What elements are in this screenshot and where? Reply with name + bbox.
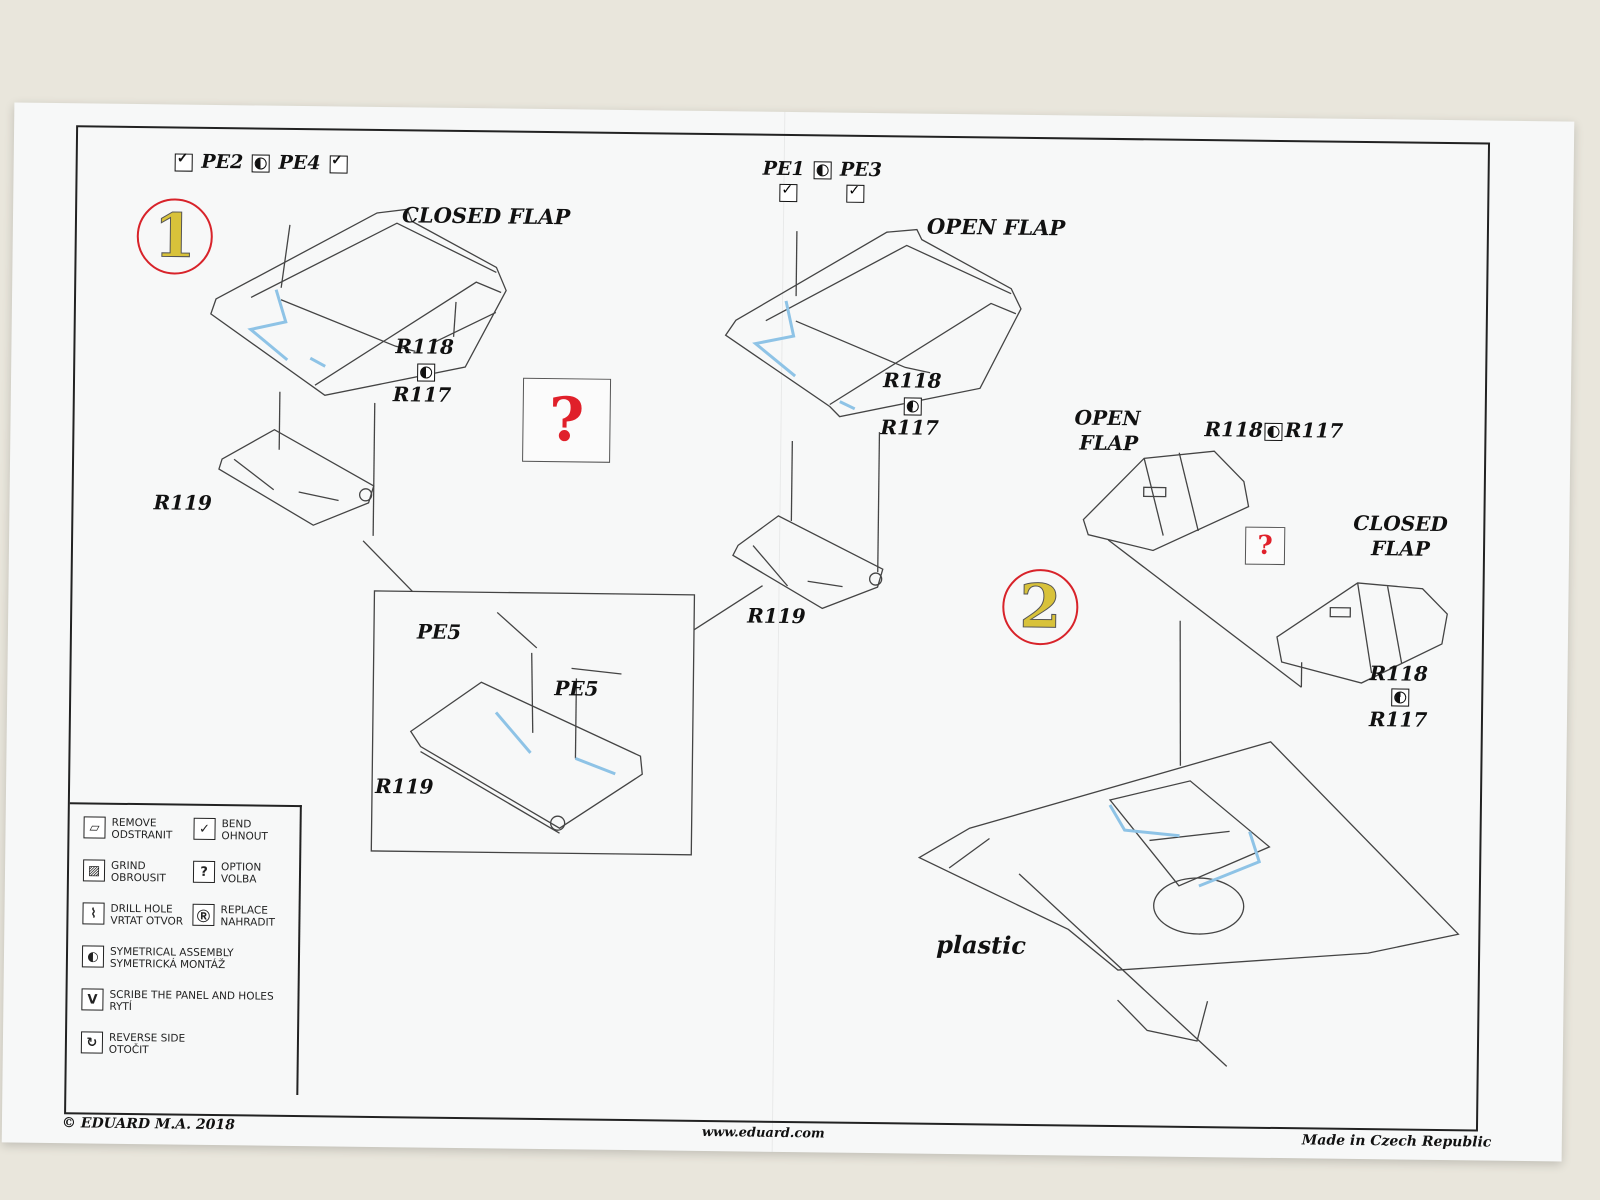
- r118-label: R118: [395, 334, 454, 359]
- step2-open-parts: R118 R117: [1204, 417, 1344, 443]
- option-mark-2: ?: [1244, 526, 1286, 566]
- r117-label: R117: [1284, 418, 1344, 443]
- legend-grind-text: GRIND OBROUSIT: [110, 859, 166, 885]
- pe5-part-blue: [494, 711, 532, 754]
- symmetrical-symbol: [1391, 688, 1410, 707]
- drill-hole-icon: ⌇: [82, 902, 105, 925]
- grind-icon: ▨: [82, 859, 106, 882]
- pe-part-blue-1: [247, 289, 289, 362]
- symmetrical-symbol: [1264, 422, 1283, 441]
- legend-reverse: ↻ REVERSE SIDE OTOČIT: [80, 1031, 186, 1057]
- pe-label-group-closed: PE2 PE4: [173, 150, 350, 175]
- legend-symmetrical: ◐ SYMETRICAL ASSEMBLY SYMETRICKÁ MONTÁŽ: [81, 945, 234, 972]
- symmetrical-symbol: [813, 161, 832, 180]
- symbol-legend: ▱ REMOVE ODSTRANIT ✓ BEND OHNOUT ▨ GRIND…: [66, 802, 302, 1096]
- closed-flap-title: CLOSED FLAP: [401, 202, 571, 230]
- r117-label: R117: [1368, 707, 1428, 732]
- step2-open-flap-drawing: [1082, 450, 1250, 552]
- r119-part-drawing-2: [732, 515, 884, 610]
- r119-label: R119: [153, 490, 213, 515]
- step2-closed-label-1: CLOSED: [1353, 510, 1448, 537]
- remove-icon: ▱: [83, 816, 106, 839]
- reverse-side-icon: ↻: [80, 1031, 104, 1054]
- pe4-label: PE4: [278, 151, 321, 175]
- pe1-label: PE1: [762, 157, 805, 181]
- legend-scribe-text: SCRIBE THE PANEL AND HOLES RYTÍ: [109, 988, 274, 1014]
- legend-scribe: V SCRIBE THE PANEL AND HOLES RYTÍ: [81, 988, 274, 1014]
- legend-replace-text: REPLACE NAHRADIT: [220, 904, 276, 929]
- symmetrical-symbol: [903, 397, 922, 416]
- r119-part-drawing-1: [218, 428, 375, 526]
- pe-label-group-open: PE1 PE3: [762, 157, 883, 182]
- step2-open-label-1: OPEN: [1074, 405, 1141, 431]
- instruction-frame: 1 PE2 PE4 CLOSED FLAP R118 R117 R119 ? P…: [64, 125, 1491, 1132]
- scribe-icon: V: [81, 988, 104, 1011]
- bend-symbol: [174, 153, 193, 172]
- copyright-text: © EDUARD M.A. 2018: [61, 1115, 235, 1134]
- bend-icon: ✓: [193, 817, 216, 841]
- pe3-label: PE3: [839, 158, 883, 182]
- legend-option-text: OPTION VOLBA: [220, 861, 262, 886]
- pe5-label-right: PE5: [554, 676, 599, 701]
- r118-label: R118: [1204, 417, 1264, 442]
- legend-drill-text: DRILL HOLE VRTAT OTVOR: [110, 902, 184, 928]
- step2-closed-label-2: FLAP: [1370, 536, 1431, 561]
- r119-detail-drawing: [409, 611, 643, 834]
- legend-grind: ▨ GRIND OBROUSIT: [82, 859, 166, 885]
- pe-part-blue-2: [752, 300, 797, 378]
- r117-label: R117: [880, 415, 940, 440]
- made-in-text: Made in Czech Republic: [1301, 1132, 1492, 1151]
- bend-symbol: [846, 184, 865, 203]
- legend-replace: Ⓡ REPLACE NAHRADIT: [192, 903, 276, 929]
- assembly-drawings: [210, 208, 1460, 1067]
- legend-symmetrical-text: SYMETRICAL ASSEMBLY SYMETRICKÁ MONTÁŽ: [109, 945, 234, 972]
- legend-remove: ▱ REMOVE ODSTRANIT: [83, 816, 172, 841]
- plastic-label: plastic: [936, 929, 1027, 960]
- bend-symbol: [329, 155, 348, 174]
- legend-bend-text: BEND OHNOUT: [221, 818, 268, 843]
- option-mark-1: ?: [522, 377, 612, 463]
- legend-bend: ✓ BEND OHNOUT: [193, 817, 268, 843]
- legend-reverse-text: REVERSE SIDE OTOČIT: [108, 1031, 186, 1057]
- open-flap-title: OPEN FLAP: [926, 213, 1066, 241]
- website-text: www.eduard.com: [701, 1124, 825, 1142]
- step2-closed-flap-drawing: [1276, 582, 1448, 684]
- symmetrical-assembly-icon: ◐: [81, 945, 105, 968]
- replace-icon: Ⓡ: [192, 903, 215, 927]
- wing-underside-drawing: [917, 741, 1460, 1067]
- option-icon: ?: [192, 860, 216, 884]
- legend-drill: ⌇ DRILL HOLE VRTAT OTVOR: [82, 902, 184, 928]
- closed-flap-part-drawing: [210, 208, 507, 397]
- legend-option: ? OPTION VOLBA: [192, 860, 262, 886]
- step2-open-label-2: FLAP: [1079, 430, 1139, 456]
- bend-symbol: [779, 183, 798, 203]
- wing-bay-blue: [1108, 804, 1180, 838]
- symmetrical-symbol: [417, 363, 436, 382]
- open-flap-part-drawing: [724, 228, 1022, 418]
- r118-label: R118: [882, 368, 942, 393]
- r119-label: R119: [747, 603, 806, 629]
- r118-label: R118: [1369, 661, 1429, 686]
- symmetrical-symbol: [251, 154, 271, 173]
- r117-label: R117: [392, 382, 452, 407]
- legend-remove-text: REMOVE ODSTRANIT: [111, 816, 173, 842]
- instruction-sheet: 1 PE2 PE4 CLOSED FLAP R118 R117 R119 ? P…: [1, 102, 1575, 1162]
- pe5-label-top: PE5: [416, 619, 462, 645]
- pe2-label: PE2: [201, 150, 244, 174]
- r119-detail-label: R119: [374, 773, 434, 799]
